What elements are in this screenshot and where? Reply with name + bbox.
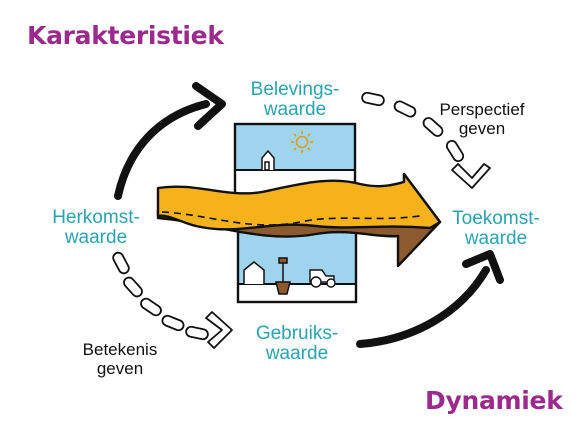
solid-arrow-icon <box>114 82 226 200</box>
top-landscape-panel <box>233 122 357 196</box>
label-betekenis-geven: Betekenis geven <box>72 340 168 378</box>
label-toekomstwaarde: Toekomst- waarde <box>442 209 550 249</box>
label-line: Gebruiks- <box>255 323 339 344</box>
bottom-landscape-panel <box>236 230 358 304</box>
label-line: Betekenis <box>82 340 158 359</box>
barn-icon <box>243 261 265 284</box>
label-line: waarde <box>464 228 528 249</box>
heading-karakteristiek: Karakteristiek <box>27 21 224 50</box>
dashed-arrow-icon <box>112 251 233 349</box>
landscape-band-arrow <box>156 172 442 268</box>
shovel-icon <box>275 257 291 295</box>
label-line: Belevings- <box>250 79 340 100</box>
label-line: geven <box>458 119 506 138</box>
top-panel-sky <box>235 124 355 170</box>
tractor-icon <box>309 269 336 288</box>
label-herkomstwaarde: Herkomst- waarde <box>44 208 148 248</box>
label-line: Perspectief <box>439 100 525 119</box>
label-line: Toekomst- <box>452 208 540 229</box>
heading-dynamiek: Dynamiek <box>425 386 563 415</box>
label-perspectief-geven: Perspectief geven <box>430 100 534 138</box>
solid-arrow-icon <box>356 250 504 348</box>
dashed-arrow-icon <box>361 91 491 189</box>
label-line: waarde <box>64 227 128 248</box>
label-belevingswaarde: Belevings- waarde <box>243 80 347 120</box>
label-line: geven <box>96 359 144 378</box>
label-line: Herkomst- <box>52 207 140 228</box>
band-upper-layer <box>156 172 442 231</box>
label-line: waarde <box>265 343 329 364</box>
sun-icon <box>291 131 313 153</box>
label-line: waarde <box>263 99 327 120</box>
house-icon <box>261 149 275 171</box>
label-gebruikswaarde: Gebruiks- waarde <box>247 324 347 364</box>
band-dashed-line <box>161 211 421 226</box>
